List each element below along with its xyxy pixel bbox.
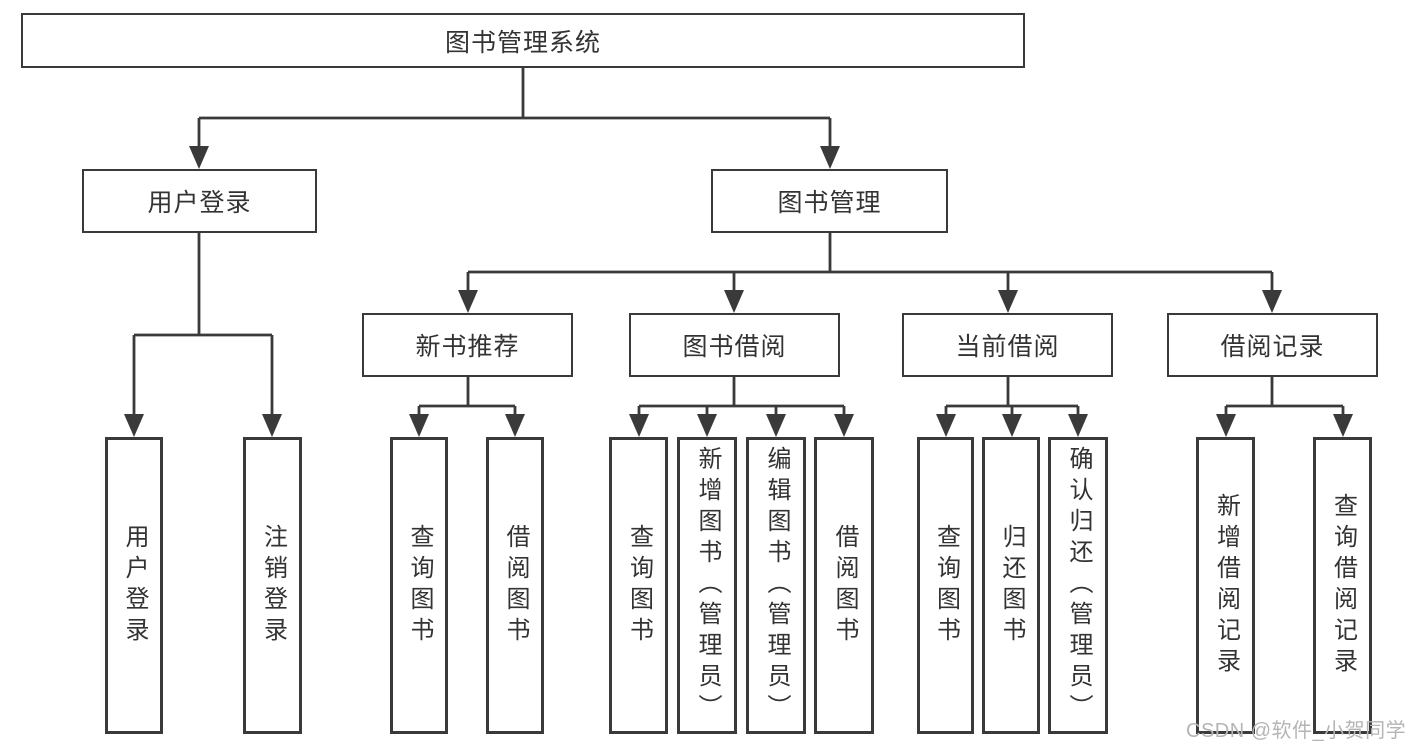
node-label: 新书推荐 <box>415 333 520 361</box>
arrowheads-user-login-children <box>124 414 282 437</box>
leaf-label: 编辑图书（管理员） <box>763 446 790 725</box>
leaf-label: 确认归还（管理员） <box>1065 446 1092 725</box>
leaf-label: 注销登录 <box>259 523 287 648</box>
arrowheads-borrow-record-children <box>1216 414 1353 437</box>
leaf-borrow-books-recommend: 借阅图书 <box>486 437 544 734</box>
arrowheads-book-borrow-children <box>629 414 854 437</box>
node-book-management: 图书管理 <box>711 169 948 233</box>
leaf-add-borrow-record: 新增借阅记录 <box>1196 437 1255 734</box>
node-label: 图书管理系统 <box>444 28 601 57</box>
node-label: 当前借阅 <box>955 333 1060 361</box>
connector-user-login-children <box>132 233 274 418</box>
leaf-label: 新增图书（管理员） <box>694 446 721 725</box>
connector-book-borrow-children <box>637 377 846 418</box>
leaf-label: 借阅图书 <box>502 523 529 648</box>
leaf-label: 用户登录 <box>121 523 148 648</box>
watermark: CSDN @软件_小贺同学 <box>1186 720 1405 742</box>
leaf-label: 查询借阅记录 <box>1329 492 1357 679</box>
leaf-query-books-borrowing: 查询图书 <box>609 437 668 734</box>
leaf-return-books: 归还图书 <box>982 437 1040 734</box>
arrowheads-current-borrow-children <box>936 414 1088 437</box>
leaf-query-borrow-record: 查询借阅记录 <box>1313 437 1372 734</box>
leaf-query-books-current: 查询图书 <box>917 437 974 734</box>
arrowheads-root-to-level2 <box>189 146 840 169</box>
node-current-borrowing: 当前借阅 <box>902 313 1113 377</box>
connector-current-borrow-children <box>944 377 1080 418</box>
node-label: 图书管理 <box>777 189 882 217</box>
leaf-label: 新增借阅记录 <box>1212 492 1240 679</box>
node-label: 图书借阅 <box>682 333 787 361</box>
node-borrowing-records: 借阅记录 <box>1167 313 1378 377</box>
connector-root-to-level2 <box>197 68 832 150</box>
leaf-borrow-books: 借阅图书 <box>814 437 874 734</box>
leaf-label: 查询图书 <box>406 523 433 648</box>
node-user-login: 用户登录 <box>82 169 317 233</box>
leaf-user-login: 用户登录 <box>105 437 163 734</box>
node-book-borrowing: 图书借阅 <box>629 313 840 377</box>
leaf-label: 查询图书 <box>932 523 960 648</box>
node-label: 借阅记录 <box>1220 333 1325 361</box>
leaf-query-books-recommend: 查询图书 <box>390 437 448 734</box>
leaf-logout: 注销登录 <box>243 437 302 734</box>
connector-book-management-sections <box>466 233 1274 294</box>
leaf-confirm-return-admin: 确认归还（管理员） <box>1048 437 1108 734</box>
leaf-edit-book-admin: 编辑图书（管理员） <box>746 437 806 734</box>
connector-new-book-children <box>417 377 517 418</box>
arrowheads-new-book-children <box>409 414 525 437</box>
leaf-label: 借阅图书 <box>831 523 858 648</box>
leaf-add-book-admin: 新增图书（管理员） <box>677 437 737 734</box>
node-label: 用户登录 <box>147 189 252 217</box>
connector-borrow-record-children <box>1224 377 1345 418</box>
leaf-label: 归还图书 <box>998 523 1025 648</box>
node-new-book-recommendation: 新书推荐 <box>362 313 573 377</box>
node-library-management-system: 图书管理系统 <box>21 13 1025 68</box>
arrowheads-book-management-sections <box>458 290 1282 313</box>
leaf-label: 查询图书 <box>625 523 653 648</box>
